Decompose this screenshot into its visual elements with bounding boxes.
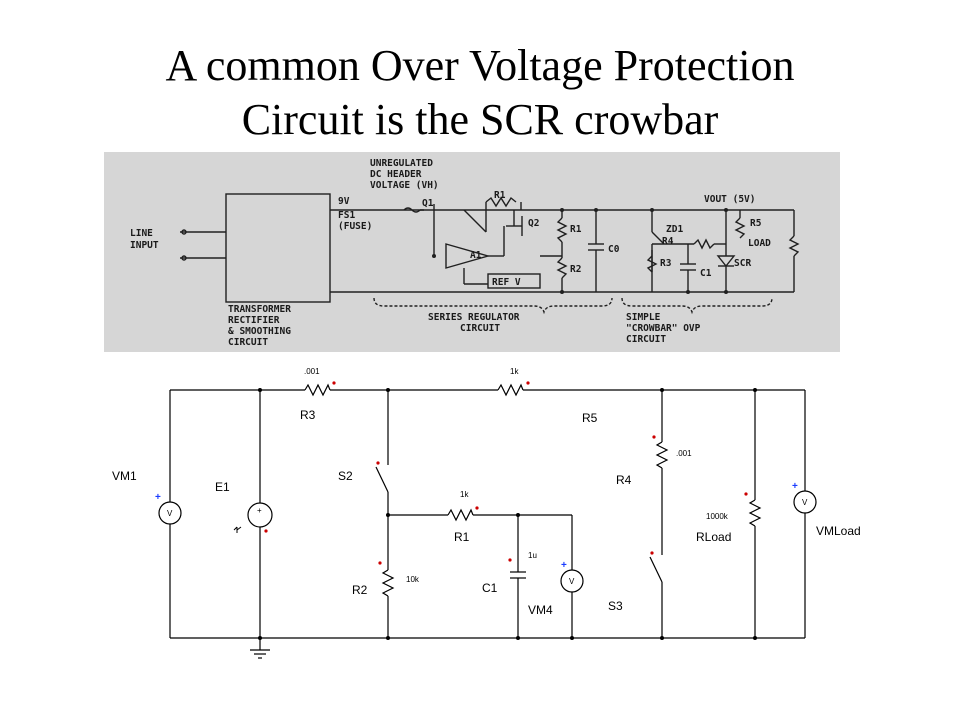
transformer-block (225, 193, 331, 303)
scan-label-input: INPUT (130, 240, 159, 251)
scan-label-smoothing: & SMOOTHING (228, 326, 291, 337)
value-r3: .001 (304, 367, 320, 376)
value-r4: .001 (676, 449, 692, 458)
scan-label-series-regulator: SERIES REGULATOR (428, 312, 520, 323)
scan-label-r3: R3 (660, 258, 672, 269)
label-s2: S2 (338, 469, 353, 483)
scan-label-r4: R4 (662, 236, 674, 247)
label-r5: R5 (582, 411, 598, 425)
scan-label-crowbar-circuit: CIRCUIT (626, 334, 666, 345)
label-rload: RLoad (696, 530, 731, 544)
slide-title-line-1: A common Over Voltage Protection (165, 41, 795, 90)
label-e1: E1 (215, 480, 230, 494)
scan-label-c1: C1 (700, 268, 712, 279)
scan-label-r5: R5 (750, 218, 762, 229)
scan-label-9v: 9V (338, 196, 350, 207)
scan-label-transformer: TRANSFORMER (228, 304, 291, 315)
scan-label-rectifier: RECTIFIER (228, 315, 280, 326)
scanned-ovp-block-diagram: UNREGULATED DC HEADER VOLTAGE (VH) LINE … (104, 152, 840, 352)
value-rload: 1000k (706, 512, 729, 521)
scan-label-zd1: ZD1 (666, 224, 683, 235)
scan-label-q2: Q2 (528, 218, 539, 229)
vm1-v-glyph: V (167, 509, 173, 518)
scan-label-fs1: FS1 (338, 210, 355, 221)
s2-switch (375, 466, 389, 493)
slide-title-line-2: Circuit is the SCR crowbar (241, 95, 719, 144)
vm1-plus-sign: + (155, 492, 161, 503)
scan-label-voltage-vh: VOLTAGE (VH) (370, 180, 439, 191)
value-c1: 1u (528, 551, 537, 560)
label-r1: R1 (454, 530, 470, 544)
e1-gain-arrow-icon (233, 526, 242, 533)
crowbar-simulation-schematic: V V V + + + + VM1 E1 R3 .001 S2 R2 10k R… (112, 367, 861, 659)
label-r4: R4 (616, 473, 632, 487)
label-c1: C1 (482, 581, 498, 595)
r5-resistor (497, 383, 524, 397)
r4-resistor (655, 441, 669, 469)
value-r2: 10k (406, 575, 420, 584)
label-r3: R3 (300, 408, 316, 422)
r3-resistor (304, 383, 331, 397)
label-vm4: VM4 (528, 603, 553, 617)
scan-label-unregulated: UNREGULATED (370, 158, 433, 169)
r2-resistor (381, 569, 395, 597)
scan-label-vout: VOUT (5V) (704, 194, 755, 205)
scan-label-r1-top: R1 (494, 190, 506, 201)
scan-label-r1-right: R1 (570, 224, 582, 235)
s3-switch (649, 556, 663, 583)
scan-label-q1: Q1 (422, 198, 434, 209)
scan-label-c0: C0 (608, 244, 620, 255)
label-s3: S3 (608, 599, 623, 613)
label-vm1: VM1 (112, 469, 137, 483)
scan-label-fuse: (FUSE) (338, 221, 372, 232)
scan-label-dc-header: DC HEADER (370, 169, 422, 180)
vm4-v-glyph: V (569, 577, 575, 586)
value-r5: 1k (510, 367, 519, 376)
label-r2: R2 (352, 583, 368, 597)
scan-label-ref-v: REF V (492, 277, 521, 288)
value-r1: 1k (460, 490, 469, 499)
vmload-v-glyph: V (802, 498, 808, 507)
scan-label-scr: SCR (734, 258, 751, 269)
r1-resistor (447, 508, 474, 522)
rload-resistor (748, 499, 762, 527)
label-vmload: VMLoad (816, 524, 861, 538)
vmload-plus-sign: + (792, 481, 798, 492)
vm4-plus-sign: + (561, 560, 567, 571)
scan-label-load: LOAD (748, 238, 771, 249)
scan-label-r2: R2 (570, 264, 581, 275)
scan-label-circuit: CIRCUIT (228, 337, 268, 348)
scan-label-simple: SIMPLE (626, 312, 661, 323)
e1-plus-glyph: + (257, 506, 262, 515)
scan-label-crowbar-ovp: "CROWBAR" OVP (626, 323, 701, 334)
scan-label-a1: A1 (470, 250, 482, 261)
scan-label-line: LINE (130, 228, 153, 239)
scan-label-series-circuit: CIRCUIT (460, 323, 500, 334)
